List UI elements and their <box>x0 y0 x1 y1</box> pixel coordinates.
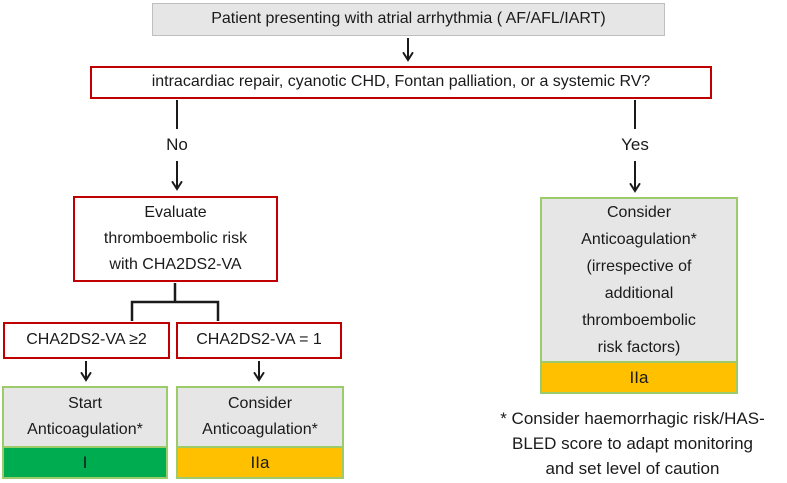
no-branch-label: No <box>166 135 188 154</box>
chd-question-box: intracardiac repair, cyanotic CHD, Fonta… <box>90 66 712 99</box>
consider-anticoagulation-label: Consider Anticoagulation* <box>178 388 342 446</box>
start-anticoagulation-label: Start Anticoagulation* <box>4 388 166 446</box>
start-anticoagulation-card: Start Anticoagulation* I <box>2 386 168 479</box>
start-line-2: Anticoagulation* <box>27 421 143 438</box>
consider-line-2: Anticoagulation* <box>202 421 318 438</box>
score-eq1-label: CHA2DS2-VA = 1 <box>196 331 322 349</box>
yes-card-line-5: thromboembolic <box>582 312 696 329</box>
hasbled-footnote: * Consider haemorrhagic risk/HAS- BLED s… <box>478 406 787 481</box>
consider-line-1: Consider <box>227 395 293 412</box>
class-i-badge: I <box>4 446 166 477</box>
class-iia-badge: IIa <box>178 446 342 477</box>
chd-question-label: intracardiac repair, cyanotic CHD, Fonta… <box>151 73 651 91</box>
evaluate-line-2: thromboembolic risk <box>103 230 248 247</box>
footnote-line-3: and set level of caution <box>545 459 720 478</box>
bracket-evaluate-split <box>130 283 220 321</box>
evaluate-risk-box: Evaluate thromboembolic risk with CHA2DS… <box>73 196 278 282</box>
evaluate-risk-label: Evaluate thromboembolic risk with CHA2DS… <box>104 200 247 278</box>
patient-presentation-box: Patient presenting with atrial arrhythmi… <box>152 3 665 36</box>
yes-card-line-2: Anticoagulation* <box>581 231 697 248</box>
score-ge2-box: CHA2DS2-VA ≥2 <box>3 322 170 359</box>
yes-card-line-3: (irrespective of <box>586 258 692 275</box>
start-line-1: Start <box>68 395 102 412</box>
consider-anticoagulation-card: Consider Anticoagulation* IIa <box>176 386 344 479</box>
consider-anticoagulation-yes-card: Consider Anticoagulation* (irrespective … <box>540 197 738 394</box>
class-iia-badge-yes: IIa <box>542 361 736 392</box>
consider-anticoagulation-yes-label: Consider Anticoagulation* (irrespective … <box>542 199 736 361</box>
evaluate-line-3: with CHA2DS2-VA <box>109 256 242 273</box>
score-eq1-box: CHA2DS2-VA = 1 <box>176 322 342 359</box>
footnote-line-1: * Consider haemorrhagic risk/HAS- <box>500 409 765 428</box>
yes-card-line-4: additional <box>604 285 674 302</box>
yes-branch-label: Yes <box>621 135 649 154</box>
yes-card-line-1: Consider <box>606 204 672 221</box>
evaluate-line-1: Evaluate <box>144 204 207 221</box>
score-ge2-label: CHA2DS2-VA ≥2 <box>26 331 147 349</box>
yes-card-line-6: risk factors) <box>597 339 681 356</box>
footnote-line-2: BLED score to adapt monitoring <box>512 434 753 453</box>
patient-presentation-label: Patient presenting with atrial arrhythmi… <box>211 10 606 28</box>
